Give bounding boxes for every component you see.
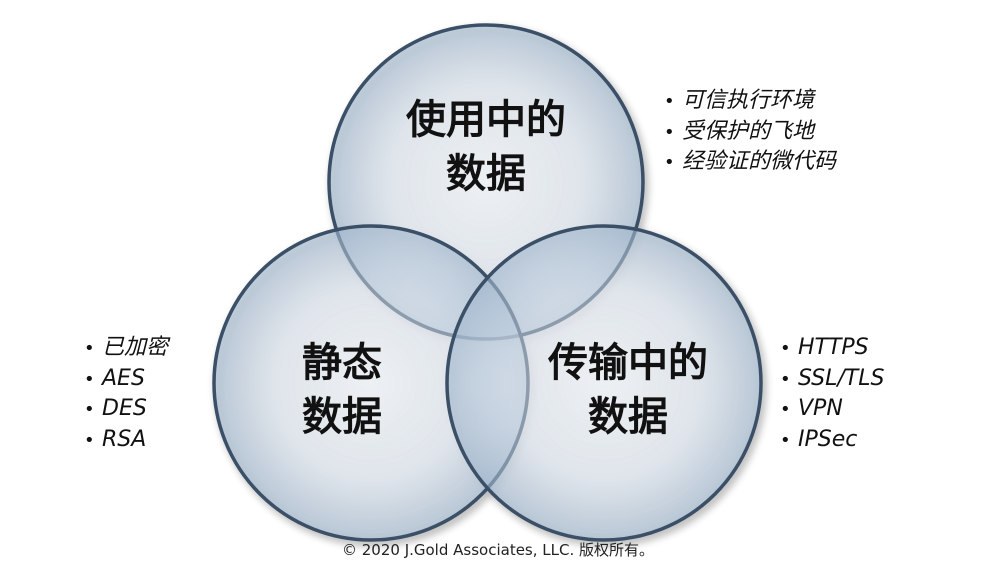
bullet-icon: •	[780, 399, 791, 420]
copyright-notice: © 2020 J.Gold Associates, LLC. 版权所有。	[341, 541, 655, 559]
bullet-icon: •	[780, 368, 791, 390]
bullet-icon: •	[84, 368, 95, 390]
label-data-in-use: 使用中的 数据	[386, 93, 586, 201]
bullet-text: HTTPS	[798, 335, 869, 360]
bullet-icon: •	[664, 91, 675, 112]
bullet-list-in-transit: • HTTPS • SSL/TLS • VPN • IPSec	[780, 333, 884, 455]
label-data-in-use-line2: 数据	[446, 151, 526, 197]
bullet-text: SSL/TLS	[798, 365, 885, 391]
bullet-text: AES	[102, 365, 145, 391]
list-item: • IPSec	[780, 425, 884, 456]
label-data-at-rest-line1: 静态	[302, 340, 382, 386]
bullet-text: 已加密	[102, 335, 169, 360]
list-item: • RSA	[84, 425, 168, 456]
bullet-text: RSA	[102, 426, 147, 452]
list-item: • 经验证的微代码	[664, 147, 836, 178]
list-item: • SSL/TLS	[780, 364, 884, 395]
bullet-text: VPN	[798, 396, 843, 421]
label-data-in-transit: 传输中的 数据	[526, 336, 730, 444]
label-data-at-rest-line2: 数据	[302, 394, 382, 440]
bullet-icon: •	[780, 429, 791, 451]
bullet-list-at-rest: • 已加密 • AES • DES • RSA	[84, 333, 168, 455]
list-item: • VPN	[780, 394, 884, 425]
bullet-icon: •	[84, 399, 95, 420]
bullet-list-in-use: • 可信执行环境 • 受保护的飞地 • 经验证的微代码	[664, 86, 836, 178]
list-item: • DES	[84, 394, 168, 425]
bullet-icon: •	[664, 121, 675, 143]
bullet-text: DES	[102, 396, 147, 421]
bullet-text: 可信执行环境	[682, 88, 815, 113]
list-item: • 已加密	[84, 333, 168, 364]
label-data-in-transit-line2: 数据	[588, 394, 668, 440]
bullet-text: IPSec	[798, 426, 858, 452]
label-data-at-rest: 静态 数据	[262, 336, 422, 444]
bullet-icon: •	[664, 152, 675, 173]
list-item: • HTTPS	[780, 333, 884, 364]
list-item: • AES	[84, 364, 168, 395]
bullet-text: 受保护的飞地	[682, 118, 815, 144]
circle-data-in-transit	[445, 224, 763, 542]
list-item: • 受保护的飞地	[664, 117, 836, 148]
bullet-icon: •	[84, 338, 95, 359]
bullet-text: 经验证的微代码	[682, 149, 837, 174]
label-data-in-use-line1: 使用中的	[406, 97, 566, 143]
list-item: • 可信执行环境	[664, 86, 836, 117]
bullet-icon: •	[84, 429, 95, 451]
label-data-in-transit-line1: 传输中的	[548, 340, 708, 386]
bullet-icon: •	[780, 338, 791, 359]
